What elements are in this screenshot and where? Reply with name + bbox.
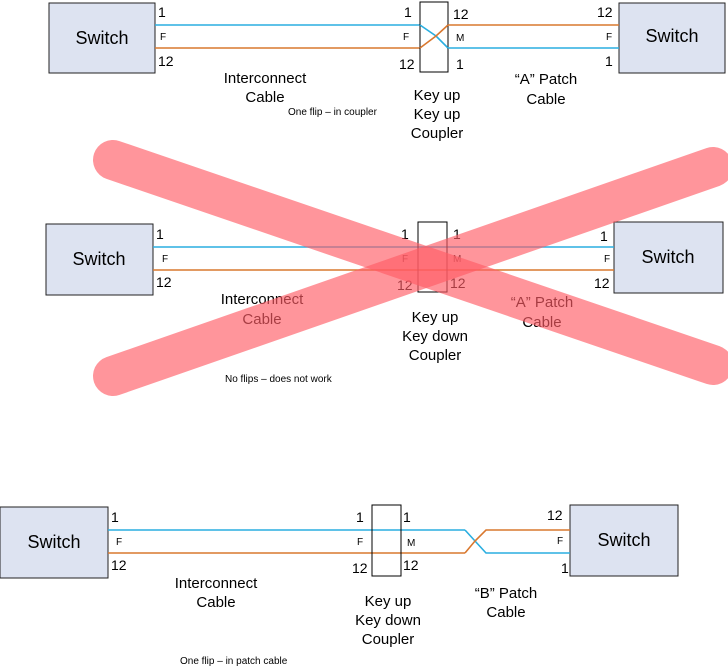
pin-label: F — [357, 537, 363, 548]
pin-label: 12 — [597, 4, 613, 20]
note-2: No flips – does not work — [225, 374, 333, 385]
patch-label-3a: “B” Patch — [475, 585, 538, 602]
patch-fiber-blue-3 — [464, 529, 570, 554]
cross-out-stroke — [93, 147, 728, 396]
interconnect-label-1b: Cable — [245, 89, 284, 106]
pin-label: 12 — [352, 560, 368, 576]
pin-label: 12 — [156, 274, 172, 290]
pin-label: 12 — [547, 507, 563, 523]
pin-label: M — [407, 538, 415, 549]
switch-right-1 — [618, 2, 726, 74]
switch-right-2-label: Switch — [641, 247, 694, 267]
coupler-label-2b: Key down — [402, 328, 468, 345]
pin-label: 12 — [453, 6, 469, 22]
switch-left-3 — [0, 506, 109, 579]
switch-right-3 — [569, 504, 679, 577]
patch-label-3b: Cable — [486, 604, 525, 621]
pin-label: 1 — [401, 226, 409, 242]
switch-right-2 — [613, 221, 724, 294]
coupler-label-3a: Key up — [365, 593, 412, 610]
pin-label: F — [160, 32, 166, 43]
switch-left-2-label: Switch — [72, 249, 125, 269]
patch-label-1b: Cable — [526, 91, 565, 108]
note-1: One flip – in coupler — [288, 107, 378, 118]
pin-label: 12 — [594, 275, 610, 291]
pin-label: F — [162, 254, 168, 265]
interconnect-label-3b: Cable — [196, 594, 235, 611]
pin-label: F — [116, 537, 122, 548]
switch-left-1 — [48, 2, 156, 74]
pin-label: 1 — [404, 4, 412, 20]
coupler-label-3b: Key down — [355, 612, 421, 629]
switch-right-1-label: Switch — [645, 26, 698, 46]
coupler-label-1a: Key up — [414, 87, 461, 104]
pin-label: 1 — [403, 509, 411, 525]
pin-label: 1 — [156, 226, 164, 242]
coupler-fiber-orange-1 — [419, 24, 449, 49]
switch-right-3-label: Switch — [597, 530, 650, 550]
diagram-3: Switch Switch 1 F 12 1 F 12 1 M 12 12 F … — [0, 504, 679, 667]
diagram-2: Switch Switch 1 F 12 1 F 12 1 M 12 1 F 1… — [45, 140, 728, 396]
coupler-label-2a: Key up — [412, 309, 459, 326]
patch-label-1a: “A” Patch — [515, 71, 578, 88]
coupler-label-1c: Coupler — [411, 125, 464, 142]
switch-left-3-label: Switch — [27, 532, 80, 552]
pin-label: 1 — [453, 226, 461, 242]
pin-label: M — [456, 33, 464, 44]
pin-label: 1 — [158, 4, 166, 20]
pin-label: 1 — [605, 53, 613, 69]
interconnect-label-1a: Interconnect — [224, 70, 307, 87]
coupler-label-1b: Key up — [414, 106, 461, 123]
pin-label: 1 — [356, 509, 364, 525]
pin-label: 1 — [600, 228, 608, 244]
pin-label: 12 — [111, 557, 127, 573]
pin-label: 1 — [111, 509, 119, 525]
pin-label: 1 — [561, 560, 569, 576]
pin-label: 12 — [399, 56, 415, 72]
note-3: One flip – in patch cable — [180, 656, 288, 667]
pin-label: F — [604, 254, 610, 265]
pin-label: 1 — [456, 56, 464, 72]
pin-label: F — [606, 32, 612, 43]
switch-left-2 — [45, 223, 154, 296]
interconnect-label-3a: Interconnect — [175, 575, 258, 592]
switch-left-1-label: Switch — [75, 28, 128, 48]
patch-fiber-orange-3 — [464, 529, 570, 554]
pin-label: F — [403, 32, 409, 43]
pin-label: 12 — [158, 53, 174, 69]
pin-label: F — [557, 536, 563, 547]
coupler-3 — [371, 504, 402, 577]
diagram-1: Switch Switch 1 F 12 1 F 12 12 M 1 12 F … — [48, 1, 726, 142]
coupler-label-2c: Coupler — [409, 347, 462, 364]
coupler-label-3c: Coupler — [362, 631, 415, 648]
pin-label: 12 — [403, 557, 419, 573]
